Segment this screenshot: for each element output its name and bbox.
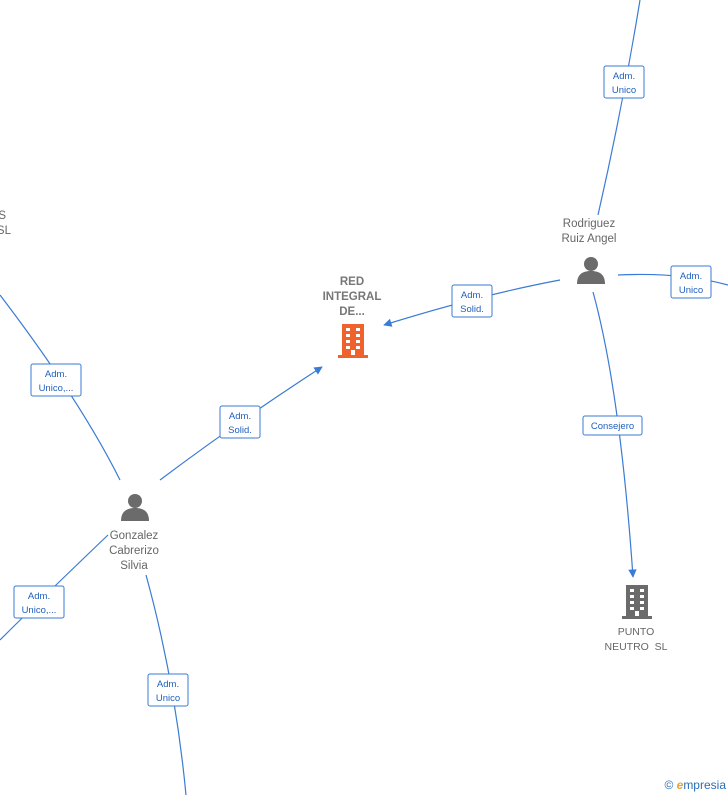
empresia-watermark: © empresia: [664, 778, 726, 792]
edge-label-e4-line1: Consejero: [591, 421, 634, 432]
edge-label-e7[interactable]: Adm. Unico,...: [13, 585, 65, 619]
person-icon: [577, 257, 605, 284]
copyright-symbol: ©: [664, 778, 674, 792]
edge-label-e1-line2: Unico: [612, 85, 636, 96]
node-punto-neutro[interactable]: PUNTO NEUTRO SL: [604, 585, 668, 653]
node-partial-company-label-line2: SL: [0, 225, 12, 237]
edge-label-e5-line2: Solid.: [228, 425, 252, 436]
edge-label-e7-line2: Unico,...: [22, 605, 57, 616]
edge-label-e8[interactable]: Adm. Unico: [147, 673, 189, 707]
node-punto-neutro-label-line1: PUNTO: [618, 626, 655, 638]
node-red-integral-label-line1: RED: [340, 276, 364, 288]
edge-line-e1: [597, 0, 641, 216]
edge-label-e1[interactable]: Adm. Unico: [603, 65, 645, 99]
edge-label-e2-line2: Solid.: [460, 304, 484, 315]
building-icon: [338, 324, 368, 358]
edge-label-e3-line1: Adm.: [680, 271, 702, 282]
edge-label-e1-line1: Adm.: [613, 71, 635, 82]
brand-logo-letter: e: [676, 778, 684, 792]
node-partial-company[interactable]: S SL: [0, 210, 12, 237]
edge-line-e4: [592, 291, 637, 578]
edge-label-e6-line2: Unico,...: [39, 383, 74, 394]
edge-label-e8-line2: Unico: [156, 693, 180, 704]
edge-label-e5[interactable]: Adm. Solid.: [219, 405, 261, 439]
edge-label-e2[interactable]: Adm. Solid.: [451, 284, 493, 318]
node-gonzalez-label-line3: Silvia: [120, 560, 148, 572]
node-rodriguez-label-line2: Ruiz Angel: [562, 233, 617, 245]
node-gonzalez-label-line2: Cabrerizo: [109, 545, 159, 557]
edge-label-e7-line1: Adm.: [28, 591, 50, 602]
edge-label-e6[interactable]: Adm. Unico,...: [30, 363, 82, 397]
node-rodriguez[interactable]: Rodriguez Ruiz Angel: [562, 218, 617, 284]
node-partial-company-label-line1: S: [0, 210, 6, 222]
node-gonzalez[interactable]: Gonzalez Cabrerizo Silvia: [109, 494, 159, 572]
node-rodriguez-label-line1: Rodriguez: [563, 218, 616, 230]
edge-label-e2-line1: Adm.: [461, 290, 483, 301]
edge-label-e5-line1: Adm.: [229, 411, 251, 422]
edge-label-e3[interactable]: Adm. Unico: [670, 265, 712, 299]
brand-name: mpresia: [683, 778, 726, 792]
person-icon: [121, 494, 149, 521]
node-punto-neutro-label-line2: NEUTRO SL: [604, 641, 667, 653]
edge-label-e4[interactable]: Consejero: [582, 415, 643, 436]
edge-label-e3-line2: Unico: [679, 285, 703, 296]
node-red-integral-label-line3: DE...: [339, 306, 365, 318]
node-gonzalez-label-line1: Gonzalez: [110, 530, 159, 542]
edge-label-e8-line1: Adm.: [157, 679, 179, 690]
node-red-integral[interactable]: RED INTEGRAL DE...: [323, 276, 382, 358]
node-red-integral-label-line2: INTEGRAL: [323, 291, 382, 303]
building-icon: [622, 585, 652, 619]
edge-label-e6-line1: Adm.: [45, 369, 67, 380]
